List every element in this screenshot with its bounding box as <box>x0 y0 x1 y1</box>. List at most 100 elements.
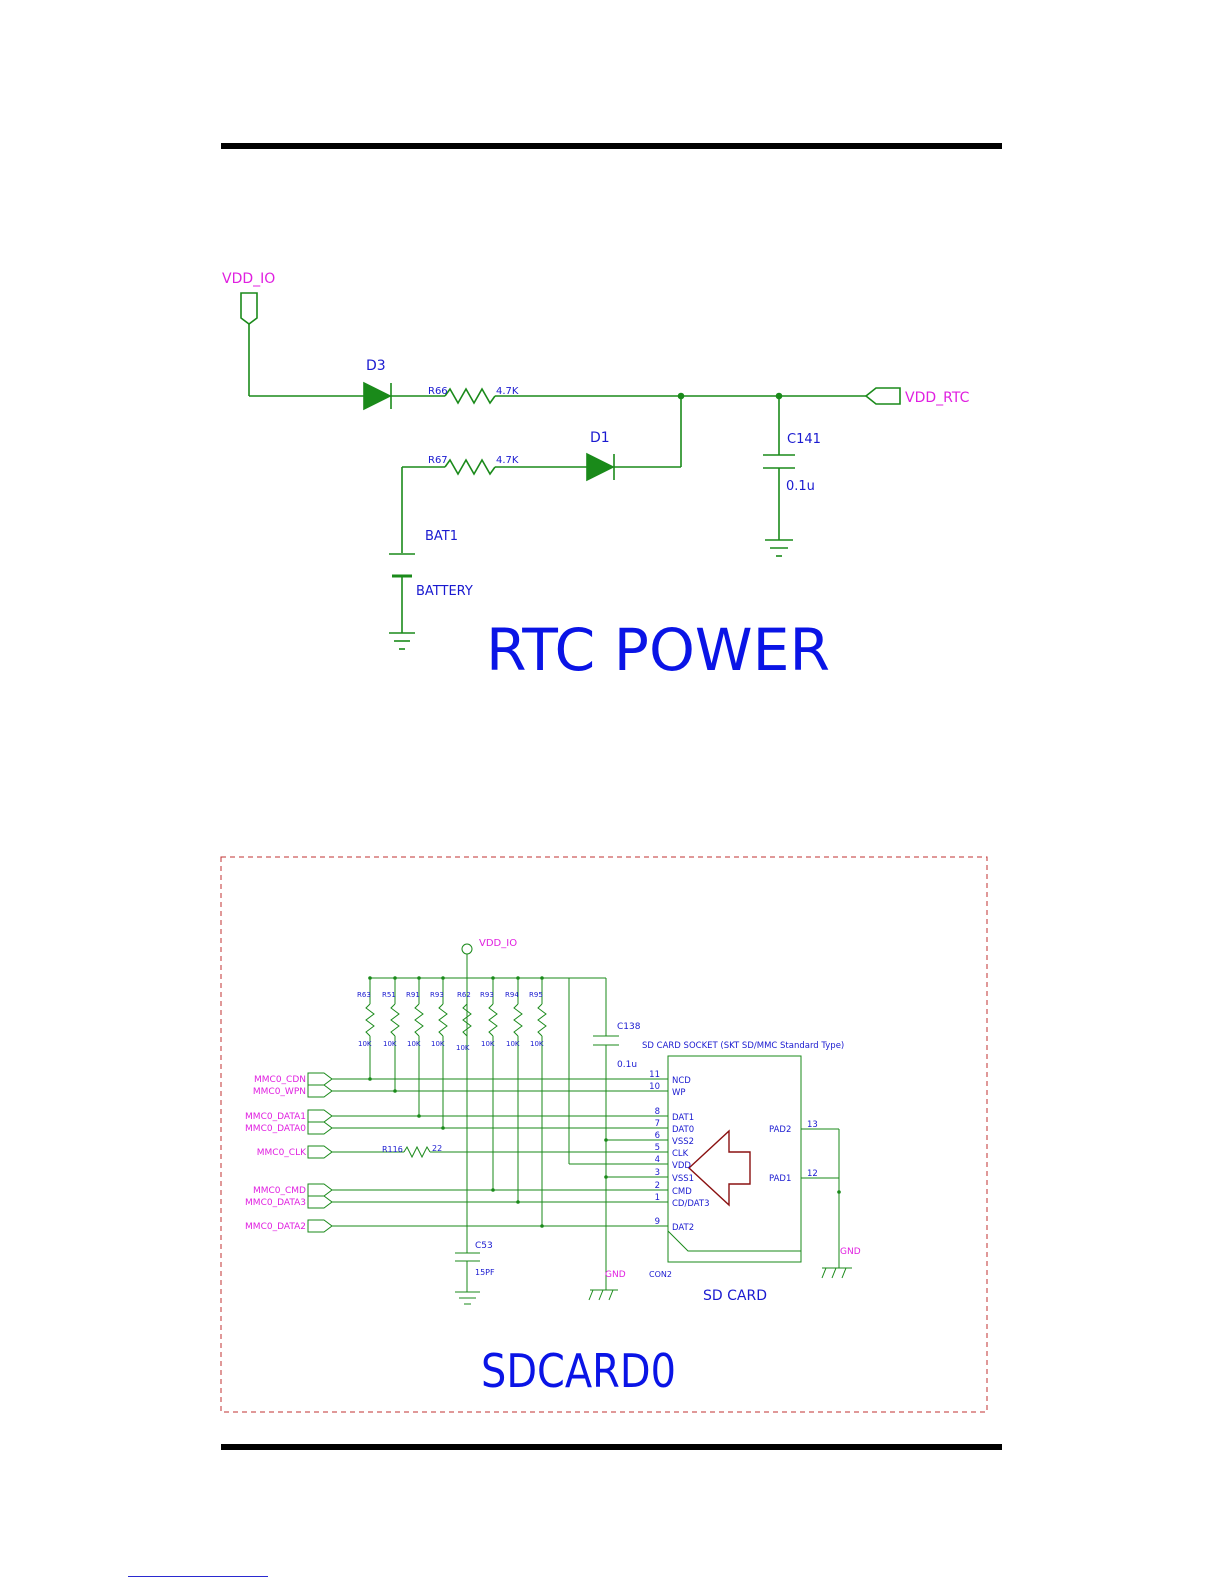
c138-value: 0.1u <box>617 1060 637 1070</box>
sdcard-wiring <box>332 943 852 1305</box>
pin-name: DAT0 <box>672 1125 694 1135</box>
pad-number: 13 <box>807 1120 818 1130</box>
bat1-value: BATTERY <box>416 584 473 599</box>
pullup-value: 10K <box>530 1040 544 1048</box>
junction-dot <box>604 1138 608 1142</box>
r116-resistor-icon <box>403 1145 431 1159</box>
pin-name: WP <box>672 1088 686 1098</box>
pin-number: 9 <box>655 1217 660 1227</box>
vdd-io-circle-icon <box>461 943 473 955</box>
pin-name: DAT2 <box>672 1223 694 1233</box>
pin-number: 1 <box>655 1193 660 1203</box>
socket-arrow-icon <box>687 1129 751 1207</box>
gnd-label-right: GND <box>840 1247 861 1257</box>
pin-number: 2 <box>655 1181 660 1191</box>
port-label: MMC0_DATA2 <box>245 1222 306 1232</box>
pin-number: 5 <box>655 1143 660 1153</box>
rtc-power-section <box>240 292 901 650</box>
con2-ref: CON2 <box>649 1270 672 1279</box>
pin-name: VDD <box>672 1161 691 1171</box>
pin-name: CMD <box>672 1187 692 1197</box>
r116-ref: R116 <box>382 1145 403 1154</box>
pullup-value: 10K <box>481 1040 495 1048</box>
port-flag-icon <box>307 1219 333 1233</box>
pullup-resistor-icon <box>365 1003 375 1037</box>
pin-number: 4 <box>655 1155 660 1165</box>
port-label: MMC0_WPN <box>253 1087 306 1097</box>
pullup-value: 10K <box>431 1040 445 1048</box>
port-label: MMC0_DATA1 <box>245 1112 306 1122</box>
pin-number: 11 <box>649 1070 660 1080</box>
port-flag-icon <box>307 1195 333 1209</box>
port-label: MMC0_CMD <box>253 1186 306 1196</box>
r67-resistor-icon <box>444 458 496 476</box>
sd-vdd-io-label: VDD_IO <box>479 938 517 949</box>
port-label: MMC0_CLK <box>257 1148 307 1158</box>
port-flag-icon <box>307 1183 333 1197</box>
port-flag-icon <box>307 1072 333 1086</box>
pin-number: 10 <box>649 1082 660 1092</box>
pullup-value: 10K <box>506 1040 520 1048</box>
pullup-value: 10K <box>383 1040 397 1048</box>
c141-ref: C141 <box>787 432 821 447</box>
pullup-value: 10K <box>456 1044 470 1052</box>
c53-value: 15PF <box>475 1268 495 1277</box>
pullup-ref: R95 <box>529 991 543 999</box>
pullup-ref: R93 <box>480 991 494 999</box>
port-flag-icon <box>307 1121 333 1135</box>
sd-card-label: SD CARD <box>703 1288 767 1304</box>
pullup-ref: R63 <box>357 991 371 999</box>
pin-name: DAT1 <box>672 1113 694 1123</box>
r116-value: 22 <box>432 1144 442 1153</box>
d1-diode-icon <box>586 452 615 482</box>
rtc-power-title: RTC POWER <box>486 616 830 684</box>
d1-label: D1 <box>590 430 610 446</box>
sdcard-frame <box>220 856 988 1413</box>
pullup-ref: R51 <box>382 991 396 999</box>
r67-value: 4.7K <box>496 455 519 466</box>
junction-dot <box>604 1175 608 1179</box>
r66-value: 4.7K <box>496 386 519 397</box>
c138-ref: C138 <box>617 1022 641 1032</box>
port-label: MMC0_DATA3 <box>245 1198 306 1208</box>
port-flag-icon <box>307 1145 333 1159</box>
pin-name: NCD <box>672 1076 691 1086</box>
pin-number: 6 <box>655 1131 660 1141</box>
footer-link-underline <box>128 1576 268 1577</box>
sdcard0-title: SDCARD0 <box>481 1344 676 1398</box>
junction-dot <box>837 1190 841 1194</box>
pin-name: CLK <box>672 1149 689 1159</box>
port-flag-icon <box>307 1109 333 1123</box>
pullup-resistor-icon <box>537 1003 547 1037</box>
pullup-ref: R62 <box>457 991 471 999</box>
pullup-resistor-icon <box>438 1003 448 1037</box>
pad-name: PAD1 <box>769 1174 791 1184</box>
pullup-ref: R93 <box>430 991 444 999</box>
vdd-rtc-port-icon <box>864 387 901 405</box>
bat1-ref: BAT1 <box>425 529 458 544</box>
c53-ref: C53 <box>475 1241 493 1251</box>
pin-number: 7 <box>655 1119 660 1129</box>
d3-label: D3 <box>366 358 386 374</box>
top-rule <box>221 143 1002 149</box>
pullup-resistor-icon <box>462 1003 472 1037</box>
bottom-rule <box>221 1444 1002 1450</box>
pad-number: 12 <box>807 1169 818 1179</box>
gnd-label-left: GND <box>605 1270 626 1280</box>
sdcard-dynamic-group: R63 10K R51 10K R91 10K R93 10K R62 10K R93 10K R94 1… <box>245 976 841 1233</box>
port-label: MMC0_DATA0 <box>245 1124 306 1134</box>
pin-number: 8 <box>655 1107 660 1117</box>
pullup-ref: R91 <box>406 991 420 999</box>
vdd-io-label: VDD_IO <box>222 271 275 287</box>
pin-name: VSS2 <box>672 1137 694 1147</box>
pullup-resistor-icon <box>390 1003 400 1037</box>
pin-name: VSS1 <box>672 1174 694 1184</box>
pullup-value: 10K <box>407 1040 421 1048</box>
pin-number: 3 <box>655 1168 660 1178</box>
pullup-resistor-icon <box>488 1003 498 1037</box>
pad-name: PAD2 <box>769 1125 791 1135</box>
r66-resistor-icon <box>444 387 496 405</box>
pullup-resistor-icon <box>513 1003 523 1037</box>
pullup-ref: R94 <box>505 991 519 999</box>
